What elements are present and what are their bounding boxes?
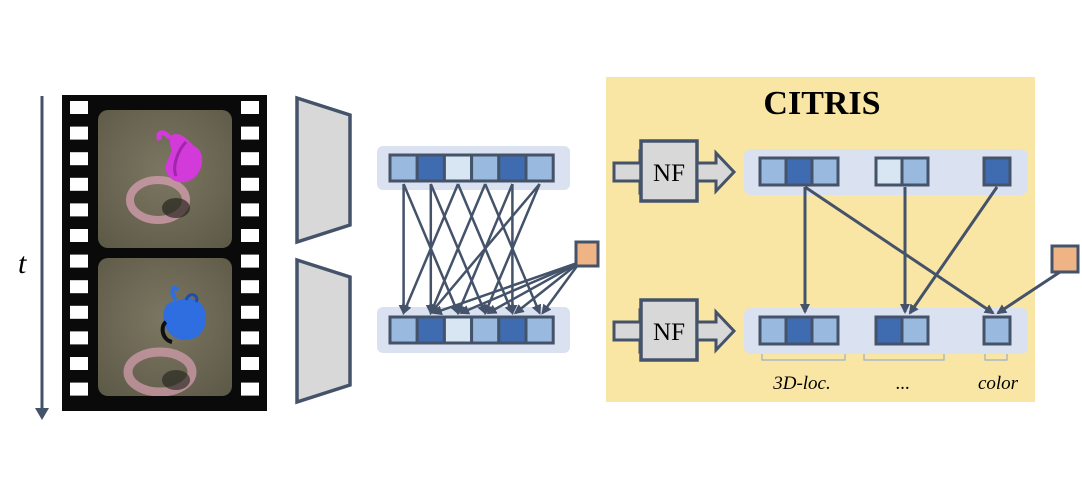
- latent-cell: [442, 315, 474, 345]
- time-axis-arrowhead: [35, 408, 49, 420]
- latent-cell: [900, 156, 930, 187]
- latent-cell: [900, 315, 930, 346]
- time-axis: t: [18, 96, 49, 420]
- latent-cell: [497, 153, 528, 183]
- causal-edge: [996, 270, 1061, 315]
- causal-edge: [402, 183, 460, 315]
- latent-cell: [497, 315, 528, 345]
- group-label-3d-loc: 3D-loc.: [772, 373, 831, 394]
- video-frame-2: [98, 258, 232, 396]
- action-node: [574, 240, 600, 268]
- latent-cell: [388, 153, 419, 183]
- sprocket-hole: [70, 382, 88, 396]
- latent-cell: [810, 156, 840, 187]
- encoder-top: [295, 95, 352, 245]
- latent-cell: [388, 315, 419, 345]
- sprocket-hole: [70, 280, 88, 294]
- teapot-magenta: [156, 130, 203, 183]
- latent-cell: [470, 153, 501, 183]
- causal-edges: [398, 183, 582, 316]
- citris-latent-row-top: [758, 156, 1012, 187]
- action-edge: [513, 261, 581, 315]
- citris-latent-row-bottom: [758, 315, 1012, 346]
- encoder-bottom: [295, 257, 352, 405]
- sprocket-hole: [241, 280, 259, 294]
- sprocket-hole: [241, 101, 259, 114]
- group-label-ellipsis: ...: [896, 373, 910, 394]
- sprocket-hole: [70, 126, 88, 140]
- sprocket-hole: [241, 357, 259, 370]
- shadow-ring: [123, 347, 197, 396]
- latent-row-top: [388, 153, 555, 183]
- group-braces: [761, 354, 1008, 361]
- sprocket-hole: [70, 254, 88, 268]
- citris-causal-edges: [800, 185, 1061, 315]
- nf-label-top: NF: [653, 160, 685, 187]
- citris-panel: CITRIS NF NF: [606, 77, 1080, 402]
- latent-cell: [758, 156, 788, 187]
- latent-graph: [377, 146, 600, 353]
- latent-row-bottom: [388, 315, 555, 345]
- action-edge: [541, 261, 582, 315]
- sprocket-hole: [70, 331, 88, 345]
- sprocket-hole: [70, 203, 88, 217]
- encoder: [295, 95, 352, 405]
- latent-cell: [982, 315, 1012, 346]
- sprocket-hole: [70, 229, 88, 242]
- latent-cell: [784, 315, 814, 346]
- sprocket-hole: [241, 382, 259, 396]
- latent-cell: [874, 315, 904, 346]
- sprocket-hole: [241, 305, 259, 319]
- latent-cell: [524, 315, 555, 345]
- latent-cell: [442, 153, 474, 183]
- time-axis-label: t: [18, 247, 27, 280]
- latent-cell: [784, 156, 814, 187]
- action-edge: [431, 260, 581, 316]
- group-label-color: color: [978, 373, 1019, 394]
- latent-cell: [874, 156, 904, 187]
- sprocket-hole: [70, 177, 88, 191]
- causal-edge: [804, 185, 995, 315]
- sprocket-hole: [241, 229, 259, 242]
- flow-output-arrow: [695, 308, 737, 354]
- causal-edge: [908, 186, 999, 315]
- latent-cell: [524, 153, 555, 183]
- latent-cell: [415, 153, 446, 183]
- sprocket-hole: [241, 331, 259, 345]
- film-strip: [62, 95, 267, 411]
- video-frame-1: [98, 110, 232, 248]
- latent-cell: [470, 315, 501, 345]
- latent-cell: [810, 315, 840, 346]
- latent-cell: [415, 315, 446, 345]
- normalizing-flow-top: NF: [612, 139, 737, 203]
- sprocket-hole: [70, 152, 88, 166]
- citris-title: CITRIS: [763, 85, 880, 122]
- causal-edge: [429, 183, 487, 315]
- action-node-citris: [1050, 244, 1080, 274]
- action-edge: [459, 260, 581, 315]
- teapot-blue: [160, 285, 206, 344]
- sprocket-hole: [241, 126, 259, 140]
- sprocket-hole: [241, 177, 259, 191]
- action-edge: [486, 260, 581, 315]
- sprocket-hole: [70, 305, 88, 319]
- latent-cell: [758, 315, 788, 346]
- normalizing-flow-bottom: NF: [612, 298, 737, 362]
- nf-label-bottom: NF: [653, 319, 685, 346]
- shadow-ring: [126, 176, 190, 224]
- causal-edge: [429, 183, 541, 315]
- flow-output-arrow: [695, 149, 737, 195]
- sprocket-hole: [241, 152, 259, 166]
- latent-cell: [982, 156, 1012, 187]
- nf-block-bottom: [639, 298, 699, 362]
- sprocket-hole: [70, 357, 88, 370]
- sprocket-hole: [241, 254, 259, 268]
- film-sprockets: [70, 101, 259, 396]
- sprocket-hole: [241, 203, 259, 217]
- sprocket-hole: [70, 101, 88, 114]
